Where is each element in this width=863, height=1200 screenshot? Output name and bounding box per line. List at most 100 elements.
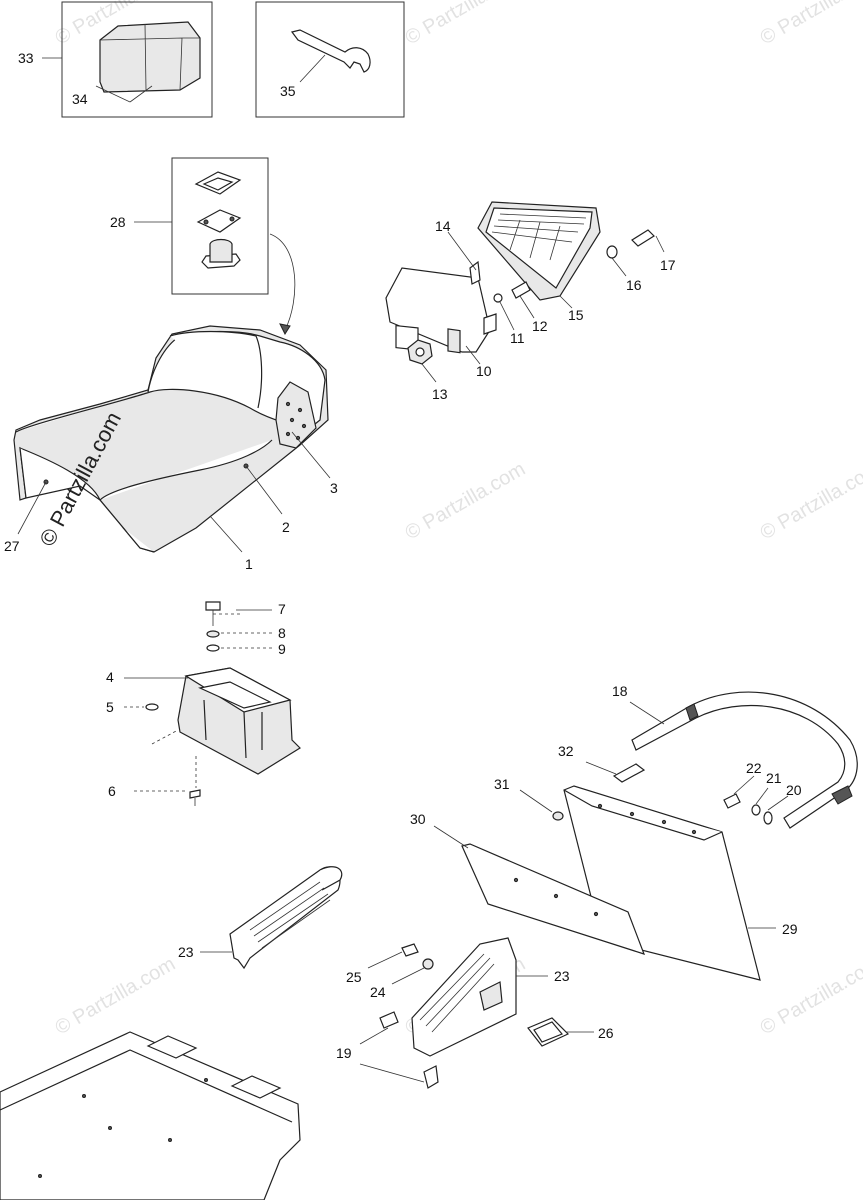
storage-box-group xyxy=(124,601,301,806)
end-cap-bracket xyxy=(479,981,503,1011)
callout-21: 21 xyxy=(766,770,782,786)
tunnel-hole xyxy=(82,1094,86,1098)
grab-handle-group xyxy=(629,691,858,829)
grab-handle-clip xyxy=(685,703,699,721)
latch-kit-box xyxy=(171,157,269,295)
callout-24: 24 xyxy=(370,984,386,1000)
arrow-head-icon xyxy=(279,323,291,336)
leader-32 xyxy=(585,761,617,775)
cushion-pad-edges xyxy=(99,23,200,91)
watermark: © Partzilla.com xyxy=(757,0,863,49)
leader-21 xyxy=(755,787,769,805)
latch-arrow-line xyxy=(269,233,296,331)
latch-plate-hole xyxy=(229,216,235,222)
leader-20 xyxy=(767,795,789,811)
screw-19-a xyxy=(379,1011,399,1029)
callout-31: 31 xyxy=(494,776,510,792)
storage-box-opening xyxy=(198,681,272,709)
stud xyxy=(483,313,497,335)
rear-tunnel-edge xyxy=(0,1049,293,1123)
tunnel-hole xyxy=(204,1078,208,1082)
leader-12 xyxy=(519,295,535,319)
watermark: © Partzilla.com xyxy=(757,458,863,544)
cushion-kit-box xyxy=(61,1,213,118)
watermark: © Partzilla.com xyxy=(52,953,180,1039)
flap-hole xyxy=(629,811,635,817)
tunnel-slot xyxy=(230,1075,282,1099)
callout-35: 35 xyxy=(280,83,296,99)
snow-flap-top-strip xyxy=(563,789,723,841)
screw-25 xyxy=(401,943,419,957)
callout-27: 27 xyxy=(4,538,20,554)
leader-3 xyxy=(291,431,331,479)
leader-2 xyxy=(245,465,283,515)
leader-24 xyxy=(391,967,425,985)
housing-slot xyxy=(447,328,461,354)
washer-8 xyxy=(206,630,220,638)
wrench-group xyxy=(255,1,405,118)
leader-25 xyxy=(367,951,403,969)
latch-plate xyxy=(196,209,242,233)
callout-10: 10 xyxy=(476,363,492,379)
callout-32: 32 xyxy=(558,743,574,759)
callout-5: 5 xyxy=(106,699,114,715)
patch-dot xyxy=(301,423,307,429)
leader-19b xyxy=(359,1063,425,1083)
tail-light-bulb xyxy=(469,260,481,285)
tail-light-group xyxy=(385,201,665,383)
callout-34: 34 xyxy=(72,91,88,107)
tunnel-slot xyxy=(146,1035,198,1059)
latch-kit-group xyxy=(134,157,296,336)
leader-11 xyxy=(499,301,515,331)
stiffener-hole xyxy=(593,911,599,917)
callout-33: 33 xyxy=(18,50,34,66)
callout-19: 19 xyxy=(336,1045,352,1061)
dashed-alignment xyxy=(151,729,179,745)
leader-15 xyxy=(559,295,573,309)
cushion-kit-group xyxy=(42,1,213,118)
grommet-26-inner xyxy=(533,1021,563,1043)
watermark: © Partzilla.com xyxy=(402,458,530,544)
washer-9 xyxy=(206,644,220,652)
leader-18 xyxy=(629,701,665,725)
callout-18: 18 xyxy=(612,683,628,699)
patch-dot xyxy=(285,401,291,407)
rivet-32 xyxy=(612,763,646,783)
patch-dot xyxy=(289,417,295,423)
washer-5 xyxy=(145,703,159,711)
leader-27 xyxy=(17,481,47,535)
latch-gasket-hole xyxy=(202,177,234,191)
callout-9: 9 xyxy=(278,641,286,657)
seat-front-panel xyxy=(19,447,101,501)
washer-16 xyxy=(606,245,618,259)
hex-nut-hole xyxy=(415,347,425,357)
callout-2: 2 xyxy=(282,519,290,535)
tail-light-lens-inner xyxy=(485,207,593,289)
watermark: © Partzilla.com xyxy=(402,0,530,49)
callout-28: 28 xyxy=(110,214,126,230)
leader-22 xyxy=(733,775,755,795)
storage-box-walls xyxy=(203,699,263,759)
leader-19a xyxy=(359,1027,389,1045)
end-cap-group xyxy=(200,866,594,1089)
flap-hole xyxy=(597,803,603,809)
leader-10 xyxy=(465,345,481,365)
callout-26: 26 xyxy=(598,1025,614,1041)
tail-light-lens-ribs xyxy=(491,213,587,261)
leader-16 xyxy=(611,257,627,277)
callout-17: 17 xyxy=(660,257,676,273)
screw-6-head xyxy=(189,789,201,799)
latch-body xyxy=(209,238,233,263)
callout-15: 15 xyxy=(568,307,584,323)
end-cap-left-ribs xyxy=(249,881,331,949)
callout-8: 8 xyxy=(278,625,286,641)
t-bolt-head xyxy=(205,601,221,611)
seat-reinforcement-patch xyxy=(275,381,317,449)
callout-11: 11 xyxy=(510,330,525,346)
grab-handle-bar xyxy=(631,691,858,829)
cushion-pad xyxy=(99,21,201,93)
callout-22: 22 xyxy=(746,760,762,776)
leader-17 xyxy=(655,235,665,253)
wrench-box xyxy=(255,1,405,118)
